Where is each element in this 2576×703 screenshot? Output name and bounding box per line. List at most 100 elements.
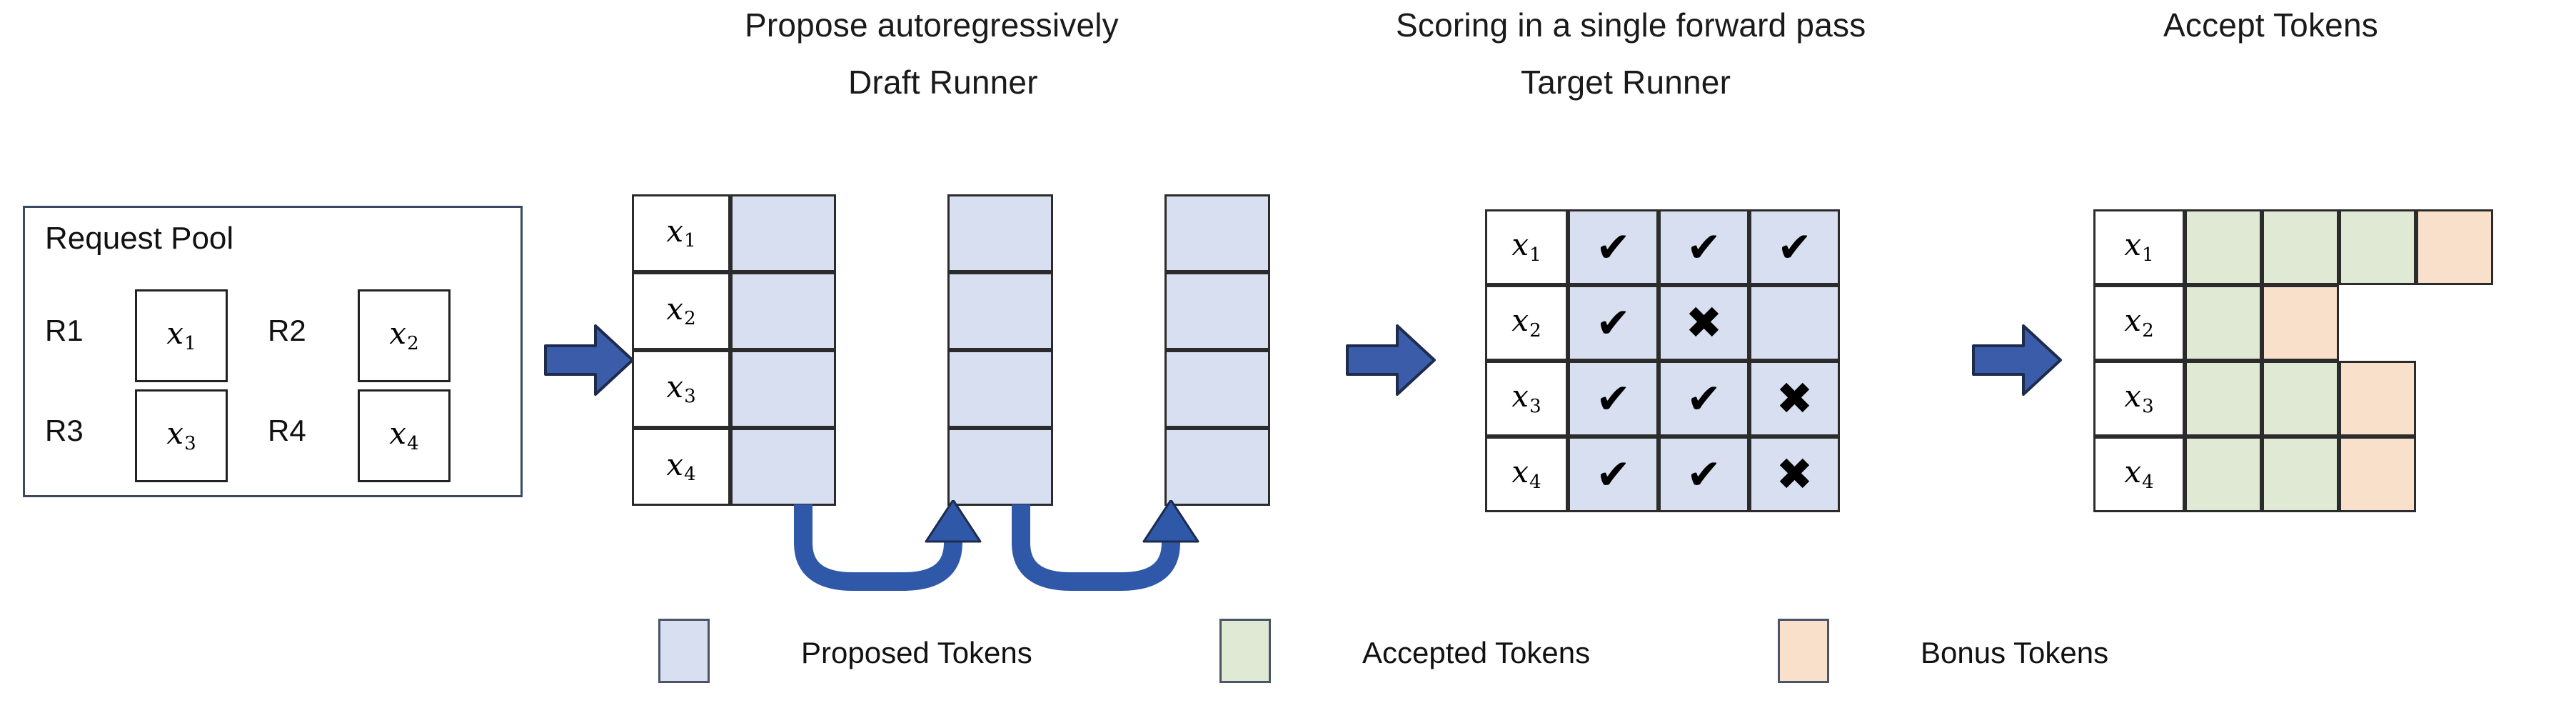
target-cell-r1-c3[interactable]: ✔ [1749, 209, 1840, 285]
legend-label-proposed: Proposed Tokens [801, 636, 1032, 669]
target-cell-r2-c1[interactable]: ✔ [1568, 285, 1659, 361]
check-icon: ✔ [1596, 223, 1631, 271]
draft-cell-r3-s3[interactable] [1164, 350, 1270, 428]
draft-cell-r1-s1[interactable] [730, 194, 836, 272]
heading-accept-tokens: Accept Tokens [2163, 6, 2378, 44]
accept-cell-r3-c2[interactable] [2262, 361, 2339, 437]
heading-draft-runner: Draft Runner [848, 64, 1038, 101]
token-glyph: x2 [1511, 303, 1541, 341]
heading-scoring-single-forward-pass: Scoring in a single forward pass [1396, 6, 1866, 44]
target-cell-r4-c3[interactable]: ✖ [1749, 437, 1840, 512]
token-glyph: x3 [666, 369, 696, 408]
token-glyph: x1 [166, 316, 196, 354]
check-icon: ✔ [1596, 450, 1631, 499]
request-token-box-r3[interactable]: x3 [135, 389, 228, 482]
draft-cell-r3-s2[interactable] [947, 350, 1053, 428]
request-label-r4: R4 [268, 414, 306, 447]
token-glyph: x3 [166, 416, 196, 454]
token-glyph: x4 [2124, 454, 2154, 493]
draft-cell-r2-s3[interactable] [1164, 272, 1270, 350]
token-glyph: x2 [2124, 303, 2154, 341]
token-glyph: x1 [1511, 227, 1541, 266]
check-icon: ✔ [1686, 450, 1721, 499]
heading-propose-autoregressively: Propose autoregressively [745, 6, 1119, 44]
accept-cell-r1-c2[interactable] [2262, 209, 2339, 285]
draft-cell-r4-s1[interactable] [730, 428, 836, 506]
legend-swatch-bonus [1778, 619, 1829, 683]
accept-row-label-4: x4 [2093, 437, 2185, 512]
accept-row-label-2: x2 [2093, 285, 2185, 361]
request-pool-title: Request Pool [45, 221, 234, 256]
target-row-label-4: x4 [1485, 437, 1568, 512]
accept-row-label-3: x3 [2093, 361, 2185, 437]
check-icon: ✔ [1686, 223, 1721, 271]
target-row-label-1: x1 [1485, 209, 1568, 285]
request-pool-panel: Request Pool R1 x1 R2 x2 R3 x3 R4 x4 [23, 206, 523, 497]
draft-row-label-4: x4 [632, 428, 730, 506]
flow-arrow-draft-to-target-icon [1346, 323, 1436, 401]
check-icon: ✔ [1596, 374, 1631, 423]
accept-cell-r1-c1[interactable] [2185, 209, 2262, 285]
draft-cell-r2-s1[interactable] [730, 272, 836, 350]
draft-cell-r4-s2[interactable] [947, 428, 1053, 506]
request-token-box-r1[interactable]: x1 [135, 289, 228, 382]
token-glyph: x2 [389, 316, 419, 354]
accept-cell-r4-c2[interactable] [2262, 437, 2339, 512]
target-cell-r3-c3[interactable]: ✖ [1749, 361, 1840, 437]
request-label-r1: R1 [45, 314, 84, 347]
accept-cell-r3-c1[interactable] [2185, 361, 2262, 437]
accept-cell-r4-c1[interactable] [2185, 437, 2262, 512]
draft-loop-arrow-2-icon [1000, 499, 1214, 604]
draft-cell-r4-s3[interactable] [1164, 428, 1270, 506]
token-glyph: x1 [2124, 227, 2154, 266]
accept-cell-r1-c4-bonus[interactable] [2416, 209, 2493, 285]
flow-arrow-pool-to-draft-icon [544, 323, 634, 401]
request-token-box-r4[interactable]: x4 [358, 389, 451, 482]
request-label-r2: R2 [268, 314, 306, 347]
target-row-label-2: x2 [1485, 285, 1568, 361]
target-cell-r4-c2[interactable]: ✔ [1659, 437, 1749, 512]
heading-target-runner: Target Runner [1521, 64, 1731, 101]
target-cell-r4-c1[interactable]: ✔ [1568, 437, 1659, 512]
accept-cell-r2-c1[interactable] [2185, 285, 2262, 361]
flow-arrow-target-to-accept-icon [1972, 323, 2062, 401]
draft-row-label-2: x2 [632, 272, 730, 350]
legend-label-accepted: Accepted Tokens [1362, 636, 1591, 669]
token-glyph: x3 [1511, 379, 1541, 417]
accept-cell-r1-c3[interactable] [2339, 209, 2416, 285]
check-icon: ✔ [1596, 299, 1631, 347]
token-glyph: x4 [666, 447, 696, 486]
target-cell-r3-c2[interactable]: ✔ [1659, 361, 1749, 437]
token-glyph: x4 [1511, 454, 1541, 493]
token-glyph: x4 [389, 416, 419, 454]
token-glyph: x2 [666, 291, 696, 330]
target-cell-r1-c1[interactable]: ✔ [1568, 209, 1659, 285]
accept-row-label-1: x1 [2093, 209, 2185, 285]
draft-cell-r3-s1[interactable] [730, 350, 836, 428]
target-cell-r2-c3[interactable] [1749, 285, 1840, 361]
target-cell-r2-c2[interactable]: ✖ [1659, 285, 1749, 361]
request-label-r3: R3 [45, 414, 84, 447]
legend-swatch-proposed [658, 619, 710, 683]
legend-label-bonus: Bonus Tokens [1921, 636, 2109, 669]
accept-cell-r4-c3-bonus[interactable] [2339, 437, 2416, 512]
target-cell-r1-c2[interactable]: ✔ [1659, 209, 1749, 285]
cross-icon: ✖ [1776, 372, 1813, 424]
token-glyph: x1 [666, 213, 696, 252]
draft-cell-r1-s3[interactable] [1164, 194, 1270, 272]
check-icon: ✔ [1686, 374, 1721, 423]
cross-icon: ✖ [1685, 296, 1723, 349]
cross-icon: ✖ [1776, 448, 1813, 500]
draft-cell-r2-s2[interactable] [947, 272, 1053, 350]
target-cell-r3-c1[interactable]: ✔ [1568, 361, 1659, 437]
draft-row-label-3: x3 [632, 350, 730, 428]
accept-cell-r3-c3-bonus[interactable] [2339, 361, 2416, 437]
check-icon: ✔ [1777, 223, 1812, 271]
legend-swatch-accepted [1219, 619, 1271, 683]
accept-cell-r2-c2-bonus[interactable] [2262, 285, 2339, 361]
draft-row-label-1: x1 [632, 194, 730, 272]
request-token-box-r2[interactable]: x2 [358, 289, 451, 382]
draft-cell-r1-s2[interactable] [947, 194, 1053, 272]
target-row-label-3: x3 [1485, 361, 1568, 437]
